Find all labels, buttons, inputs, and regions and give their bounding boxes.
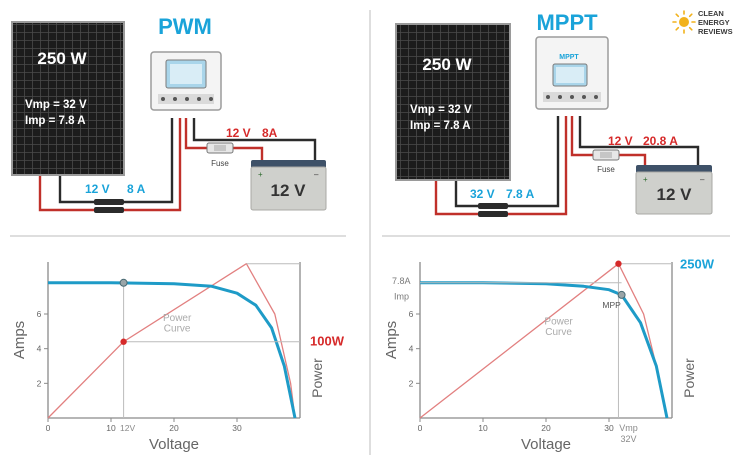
pwm-power-curve-label-1: Power bbox=[163, 313, 192, 324]
mppt-mc4-connector bbox=[478, 203, 508, 217]
pwm-y-tick-label: 6 bbox=[37, 309, 42, 319]
mppt-battery-label: 12 V bbox=[657, 185, 693, 204]
mppt-battery-minus: – bbox=[700, 175, 705, 184]
mppt-power-value-label: 250W bbox=[680, 257, 715, 272]
mppt-y-axis-title: Amps bbox=[383, 321, 400, 359]
mppt-fuse-label: Fuse bbox=[597, 165, 615, 174]
pwm-panel-amps-label: 8 A bbox=[127, 182, 146, 196]
logo-line-3: REVIEWS bbox=[698, 27, 733, 36]
mppt-power-curve-label-2: Curve bbox=[545, 327, 572, 338]
mppt-y-tick-label: 4 bbox=[409, 344, 414, 354]
pwm-iv-curve-line bbox=[48, 281, 297, 419]
pwm-x-tick-label: 30 bbox=[232, 423, 242, 433]
pwm-fuse-label: Fuse bbox=[211, 159, 229, 168]
pwm-wiring-diagram: PWM 250 W Vmp = 32 V Imp = 7.8 A 12 V 8A bbox=[11, 14, 327, 213]
logo-line-1: CLEAN bbox=[698, 9, 724, 18]
pwm-panel-watts: 250 W bbox=[37, 49, 87, 68]
sun-icon bbox=[672, 10, 696, 34]
mppt-panel-watts: 250 W bbox=[422, 55, 472, 74]
mppt-panel-volts-label: 32 V bbox=[470, 187, 495, 201]
pwm-fuse: Fuse bbox=[206, 142, 234, 168]
mppt-mpp-label: MPP bbox=[602, 300, 621, 310]
mppt-controller-label: MPPT bbox=[559, 54, 579, 61]
pwm-power-value-label: 100W bbox=[310, 334, 345, 349]
mppt-imp-label: Imp bbox=[394, 292, 409, 302]
mppt-vmp-label: Vmp bbox=[619, 423, 638, 433]
pwm-battery-label: 12 V bbox=[271, 181, 307, 200]
pwm-power-curve-line bbox=[47, 263, 296, 419]
mppt-panel-imp: Imp = 7.8 A bbox=[410, 120, 471, 132]
logo-line-2: ENERGY bbox=[698, 18, 730, 27]
mppt-title: MPPT bbox=[536, 10, 598, 35]
mppt-panel-vmp: Vmp = 32 V bbox=[410, 104, 472, 116]
mppt-x-tick-label: 30 bbox=[604, 423, 614, 433]
pwm-battery-minus: – bbox=[314, 170, 319, 179]
pwm-panel-imp: Imp = 7.8 A bbox=[25, 115, 86, 127]
mppt-panel-amps-label: 7.8 A bbox=[506, 187, 535, 201]
pwm-y-tick-label: 2 bbox=[37, 378, 42, 388]
mppt-power-curve-label-1: Power bbox=[544, 316, 573, 327]
mppt-solar-panel: 250 W Vmp = 32 V Imp = 7.8 A bbox=[395, 23, 511, 181]
mppt-x-axis-title: Voltage bbox=[521, 436, 571, 453]
mppt-battery-plus: + bbox=[643, 175, 648, 184]
mppt-battery: + – 12 V bbox=[635, 165, 713, 215]
mppt-battery-volts-label: 12 V bbox=[608, 134, 633, 148]
mppt-power-marker bbox=[615, 260, 622, 267]
mppt-y2-axis-title: Power bbox=[681, 358, 697, 398]
mppt-iv-marker bbox=[617, 290, 626, 299]
pwm-power-curve-label-2: Curve bbox=[164, 323, 191, 334]
pwm-title: PWM bbox=[158, 14, 212, 39]
pwm-solar-panel: 250 W Vmp = 32 V Imp = 7.8 A bbox=[11, 21, 125, 176]
pwm-battery-volts-label: 12 V bbox=[226, 126, 251, 140]
pwm-battery-amps-label: 8A bbox=[262, 126, 278, 140]
pwm-mc4-connector bbox=[94, 199, 124, 213]
mppt-vmp-value-label: 32V bbox=[620, 434, 636, 444]
mppt-x-tick-label: 10 bbox=[478, 423, 488, 433]
pwm-x-tick-label: 20 bbox=[169, 423, 179, 433]
mppt-battery-amps-label: 20.8 A bbox=[643, 134, 678, 148]
mppt-power-curve-line bbox=[419, 263, 668, 419]
pwm-x-tick-label: 0 bbox=[46, 423, 51, 433]
pwm-battery-plus: + bbox=[258, 170, 263, 179]
pwm-battery: + – 12 V bbox=[250, 160, 327, 211]
mppt-imp-value-label: 7.8A bbox=[392, 276, 411, 286]
mppt-y-tick-label: 2 bbox=[409, 378, 414, 388]
clean-energy-reviews-logo: CLEAN ENERGY REVIEWS bbox=[672, 9, 733, 36]
mppt-wiring-diagram: MPPT 250 W Vmp = 32 V Imp = 7.8 A MPPT 1… bbox=[395, 10, 713, 217]
pwm-y-tick-label: 4 bbox=[37, 344, 42, 354]
pwm-panel-vmp: Vmp = 32 V bbox=[25, 99, 87, 111]
pwm-panel-volts-label: 12 V bbox=[85, 182, 110, 196]
mppt-x-tick-label: 0 bbox=[418, 423, 423, 433]
pwm-iv-marker bbox=[119, 278, 128, 287]
mppt-iv-curve-line bbox=[420, 281, 669, 419]
mppt-charge-controller: MPPT bbox=[535, 36, 609, 110]
pwm-voltage-marker-label: 12V bbox=[120, 423, 135, 433]
pwm-power-marker bbox=[120, 338, 127, 345]
pwm-y-axis-title: Amps bbox=[11, 321, 28, 359]
mppt-x-tick-label: 20 bbox=[541, 423, 551, 433]
mppt-y-tick-label: 6 bbox=[409, 309, 414, 319]
pwm-x-tick-label: 10 bbox=[106, 423, 116, 433]
pwm-charge-controller bbox=[150, 51, 222, 111]
mppt-fuse: Fuse bbox=[592, 149, 620, 174]
pwm-x-axis-title: Voltage bbox=[149, 436, 199, 453]
pwm-y2-axis-title: Power bbox=[309, 358, 325, 398]
